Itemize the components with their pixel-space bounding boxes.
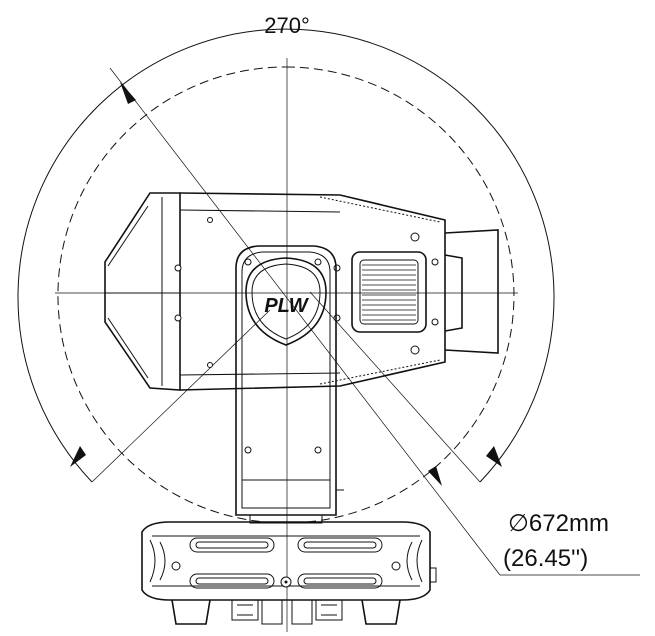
diameter-imperial: (26.45'') [503,545,588,572]
arc-arrow-right [486,446,502,467]
arc-arrow-left [70,446,86,467]
diameter-line-a [109,67,501,576]
head-housing [104,192,499,391]
outer-swing-arc [17,28,555,483]
diameter-line-b [91,309,271,483]
base-unit [141,521,437,625]
diag-arrow-bottom [428,466,442,486]
diameter-line-c [309,291,481,483]
angle-label: 270° [264,13,310,38]
yoke-arm: PLW [235,245,344,524]
logo-text: PLW [264,295,309,317]
diag-arrow-top [120,82,136,104]
diameter-metric: ∅672mm [508,510,609,537]
